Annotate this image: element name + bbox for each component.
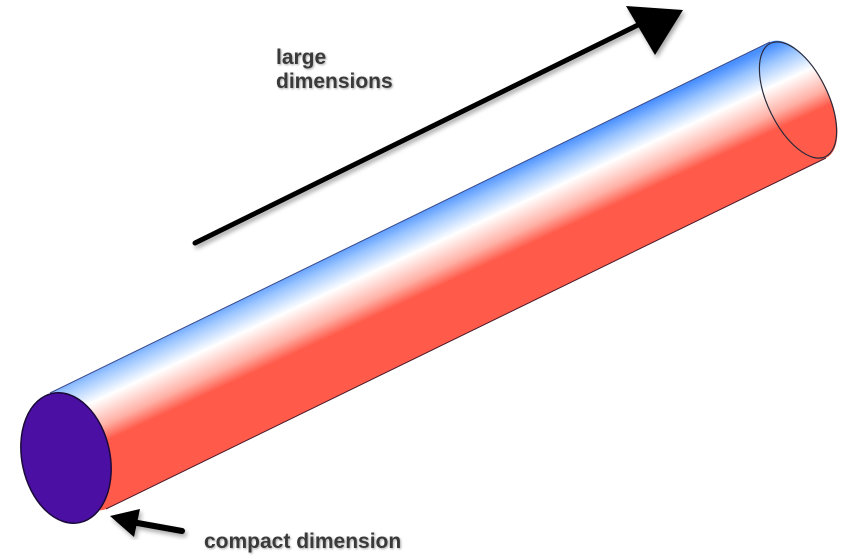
cylinder-far-end (758, 41, 838, 159)
large-dimensions-label: large dimensions (276, 46, 393, 94)
compact-dimension-arrow (110, 509, 185, 537)
compact-arrow-shaft (129, 519, 185, 534)
large-arrow-shaft (192, 21, 643, 246)
compact-dimension-label: compact dimension (204, 530, 402, 553)
large-dimension-arrow (192, 6, 683, 246)
large-dimensions-label-line2: dimensions (276, 70, 393, 93)
cylinder-top-edge (49, 41, 771, 394)
cylinder-bottom-edge (105, 157, 827, 510)
large-arrow-head (626, 6, 683, 55)
cylinder-body (38, 40, 838, 511)
cylinder-end-cap (20, 392, 112, 524)
compact-arrow-head (110, 509, 140, 537)
large-dimensions-label-line1: large (276, 46, 327, 69)
